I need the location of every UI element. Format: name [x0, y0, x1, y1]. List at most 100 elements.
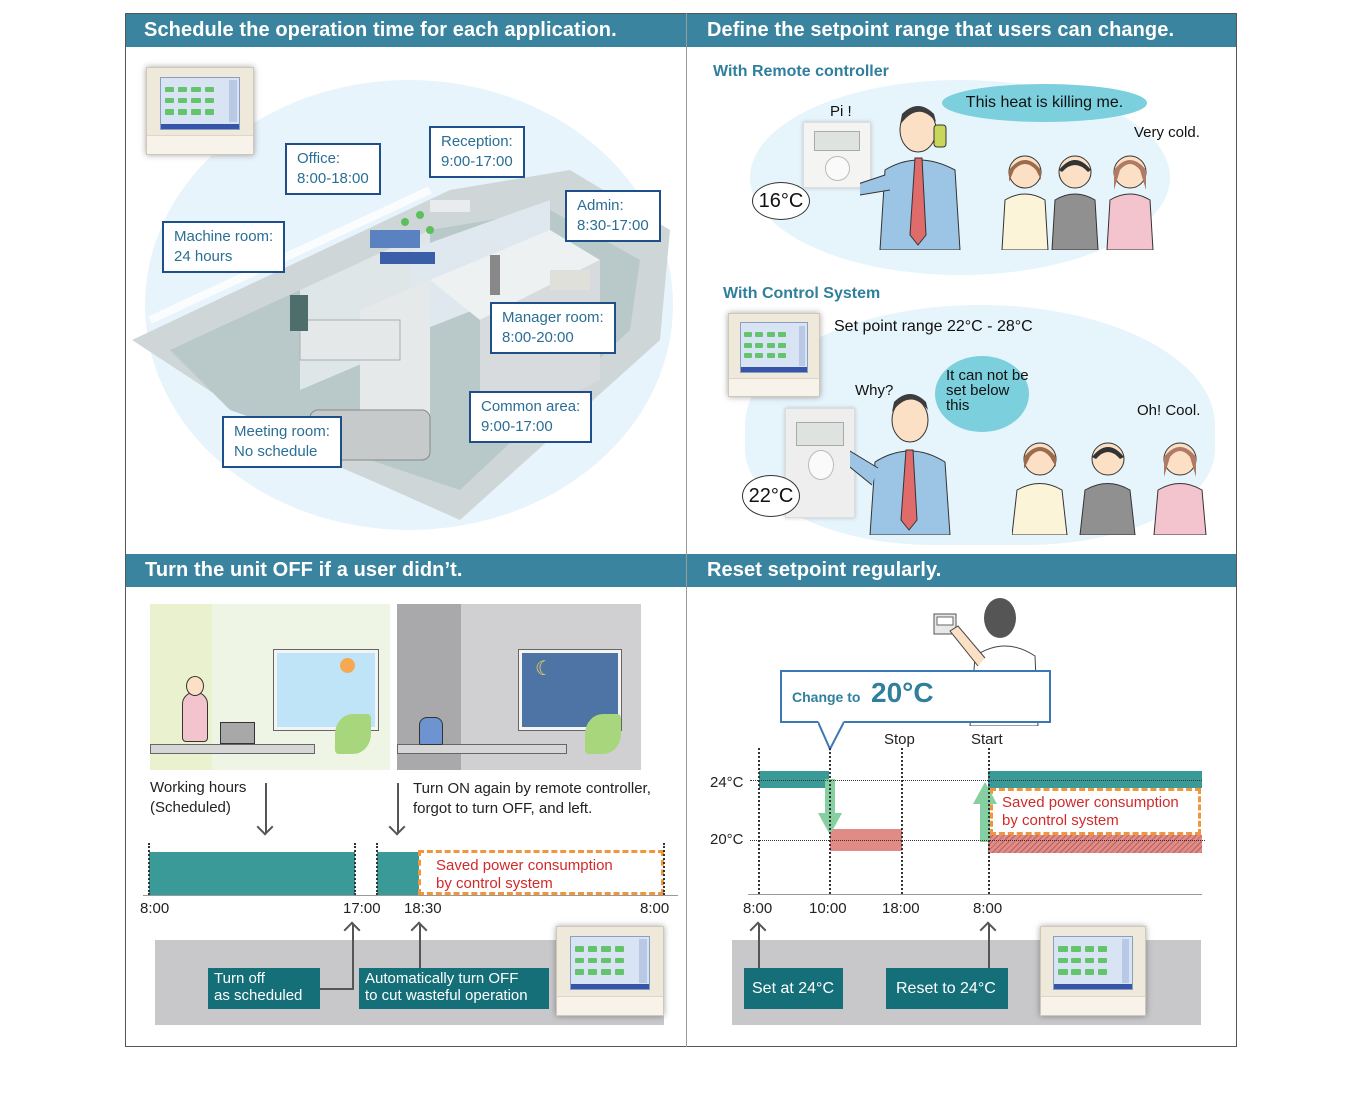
office-worker [182, 692, 208, 742]
central-controller-image [728, 313, 820, 397]
nighttime-office-illustration: ☾ [397, 604, 641, 770]
time-guide [988, 748, 990, 894]
saved-energy-hatch [988, 835, 1202, 853]
saved-line: by control system [436, 875, 553, 892]
caption-line: Turn ON again by remote controller, [413, 780, 651, 797]
working-hours-caption: Working hours (Scheduled) [150, 778, 246, 818]
turned-on-again-caption: Turn ON again by remote controller, forg… [413, 779, 651, 819]
central-controller-image [556, 926, 664, 1016]
worker-head [186, 676, 204, 696]
room-label-office: Office: 8:00-18:00 [285, 143, 381, 195]
box-line: as scheduled [214, 987, 303, 1004]
scheduled-operation-bar [149, 852, 355, 895]
setpoint-panel-header: Define the setpoint range that users can… [687, 14, 1236, 47]
control-system-heading: With Control System [723, 285, 881, 302]
box-line: to cut wasteful operation [365, 987, 528, 1004]
room-time: 8:00-20:00 [502, 329, 574, 346]
down-arrow-icon [265, 783, 267, 833]
man-speech-bubble: This heat is killing me. [942, 84, 1147, 122]
room-name: Meeting room: [234, 423, 330, 440]
time-tick: 18:00 [882, 900, 920, 917]
laptop [220, 722, 255, 744]
three-happy-women-illustration [1012, 442, 1207, 535]
why-text: Why? [855, 382, 894, 399]
time-guide [758, 748, 760, 894]
room-label-meeting-room: Meeting room: No schedule [222, 416, 342, 468]
sun-icon [340, 658, 355, 673]
three-cold-women-illustration [1001, 155, 1154, 250]
room-time: 8:30-17:00 [577, 217, 649, 234]
room-time: No schedule [234, 443, 318, 460]
empty-chair [419, 717, 443, 745]
time-guide [354, 843, 356, 895]
caption-line: forgot to turn OFF, and left. [413, 800, 593, 817]
room-label-common-area: Common area:9:00-17:00 [469, 391, 593, 443]
up-arrow-icon [352, 924, 354, 990]
y-label-24: 24°C [710, 774, 744, 791]
room-name: Reception: [441, 133, 513, 150]
system-speech-bubble: It can not be set below this [935, 356, 1029, 432]
box-line: Automatically turn OFF [365, 970, 519, 987]
panel-divider [686, 13, 687, 1047]
caption-line: (Scheduled) [150, 799, 231, 816]
temp-callout-16: 16°C [752, 182, 810, 220]
room-label-admin: Admin: 8:30-17:00 [565, 190, 661, 242]
change-value: 20°C [871, 677, 934, 708]
time-guide [148, 843, 150, 895]
saved-line: Saved power consumption [436, 857, 613, 874]
room-time: 24 hours [174, 248, 233, 265]
room-time: 8:00-18:00 [297, 170, 369, 187]
level-20-guide [750, 840, 1205, 841]
moon-icon: ☾ [535, 658, 553, 680]
saved-power-box: Saved power consumption by control syste… [990, 788, 1201, 835]
desk [150, 744, 315, 754]
time-guide [663, 843, 665, 895]
box-line: Turn off [214, 970, 265, 987]
women-reaction-text: Oh! Cool. [1137, 402, 1201, 419]
man-pointing-illustration [850, 394, 951, 535]
saved-line: Saved power consumption [1002, 794, 1179, 811]
room-label-machine-room: Machine room: 24 hours [162, 221, 286, 273]
time-tick: 8:00 [640, 900, 670, 917]
man-on-phone-illustration [860, 106, 961, 250]
time-axis [143, 895, 678, 896]
y-label-20: 20°C [710, 831, 744, 848]
time-tick: 18:30 [404, 900, 442, 917]
plant [335, 714, 371, 754]
auto-turn-off-box: Automatically turn OFF to cut wasteful o… [359, 968, 549, 1009]
change-prefix: Change to [792, 689, 861, 705]
saved-power-box: Saved power consumption by control syste… [418, 850, 664, 895]
caption-line: Working hours [150, 779, 247, 796]
time-tick: 17:00 [343, 900, 381, 917]
time-tick: 8:00 [743, 900, 773, 917]
time-axis [748, 894, 1202, 895]
central-controller-image [146, 67, 254, 155]
room-time: 9:00-17:00 [441, 153, 513, 170]
schedule-panel-header: Schedule the operation time for each app… [126, 14, 686, 47]
up-green-arrow-icon [973, 782, 997, 842]
time-guide [376, 843, 378, 895]
beep-text: Pi ! [830, 103, 852, 120]
set-at-24-box: Set at 24°C [744, 968, 843, 1009]
desk [397, 744, 567, 754]
turn-off-scheduled-box: Turn off as scheduled [208, 968, 320, 1009]
saved-line: by control system [1002, 812, 1119, 829]
room-name: Machine room: [174, 228, 274, 245]
up-arrow-icon [419, 924, 421, 970]
change-setpoint-callout: Change to 20°C [780, 670, 1051, 723]
daytime-office-illustration [150, 604, 390, 770]
start-marker-label: Start [971, 731, 1003, 748]
room-label-reception: Reception: 9:00-17:00 [429, 126, 525, 178]
reset-to-24-box: Reset to 24°C [886, 968, 1008, 1009]
room-name: Office: [297, 150, 341, 167]
turn-off-panel-header: Turn the unit OFF if a user didn’t. [126, 554, 686, 587]
room-label-manager-room: Manager room:8:00-20:00 [490, 302, 616, 354]
temp-callout-22: 22°C [742, 475, 800, 517]
callout-pointer [818, 721, 844, 751]
setpoint-24-bar [759, 771, 829, 788]
room-time: 9:00-17:00 [481, 418, 553, 435]
arrow-connector [319, 988, 354, 990]
time-guide [901, 748, 903, 894]
room-name: Admin: [577, 197, 624, 214]
time-tick: 10:00 [809, 900, 847, 917]
